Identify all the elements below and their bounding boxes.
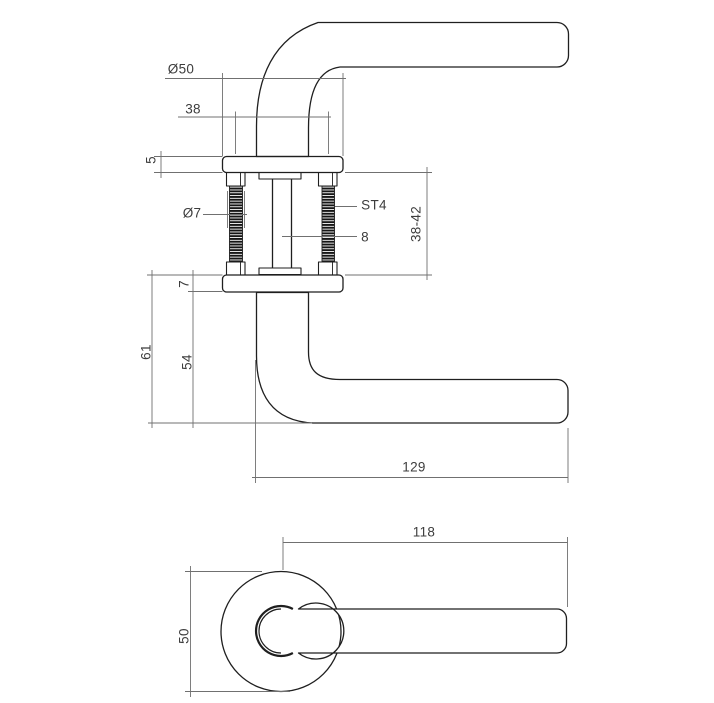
neck-ring-inner — [258, 608, 282, 654]
dimension-lines — [147, 73, 569, 697]
plan-view — [220, 570, 568, 693]
label-handle-height-below-rose: 54 — [179, 354, 195, 370]
label-lever-length-side: 129 — [402, 459, 426, 475]
label-screw-diameter: Ø7 — [182, 205, 202, 221]
spindle — [258, 171, 302, 276]
lower-lever-handle — [255, 291, 569, 424]
label-lever-length-plan: 118 — [412, 524, 436, 540]
dim-lever-length-plan — [282, 537, 568, 607]
label-rose-back-thickness: 7 — [176, 280, 192, 288]
dim-rose-diameter — [165, 73, 346, 156]
dim-lever-length-side — [252, 360, 569, 483]
label-rose-diameter: Ø50 — [167, 61, 195, 77]
side-view — [221, 21, 570, 424]
rose-back — [221, 274, 344, 293]
dim-screw-diameter — [203, 191, 247, 228]
dim-rose-thickness — [154, 151, 223, 178]
label-door-thickness-range: 38-42 — [408, 205, 424, 243]
mounting-bolt-left — [225, 171, 246, 276]
neck-ring-middle — [255, 604, 294, 658]
rose-front — [221, 155, 344, 174]
label-spindle-size: 8 — [361, 229, 369, 245]
dim-rose-diameter-plan — [185, 566, 290, 697]
label-screw-spacing: 38 — [185, 101, 201, 117]
bolt-thread-left — [229, 185, 243, 263]
label-rose-diameter-plan: 50 — [176, 628, 192, 644]
dim-screw-spacing — [178, 111, 331, 154]
dim-heights — [147, 270, 312, 428]
mounting-bolt-right — [317, 171, 338, 276]
dim-door-thickness — [345, 167, 432, 280]
lever-plan — [297, 602, 568, 660]
rose-outline-plan — [220, 570, 342, 693]
label-rose-front-thickness: 5 — [143, 156, 159, 164]
bolt-thread-right — [321, 185, 335, 263]
label-handle-height-total: 61 — [138, 344, 154, 360]
label-screw-thread-type: ST4 — [361, 197, 387, 213]
upper-lever-handle — [255, 21, 570, 158]
